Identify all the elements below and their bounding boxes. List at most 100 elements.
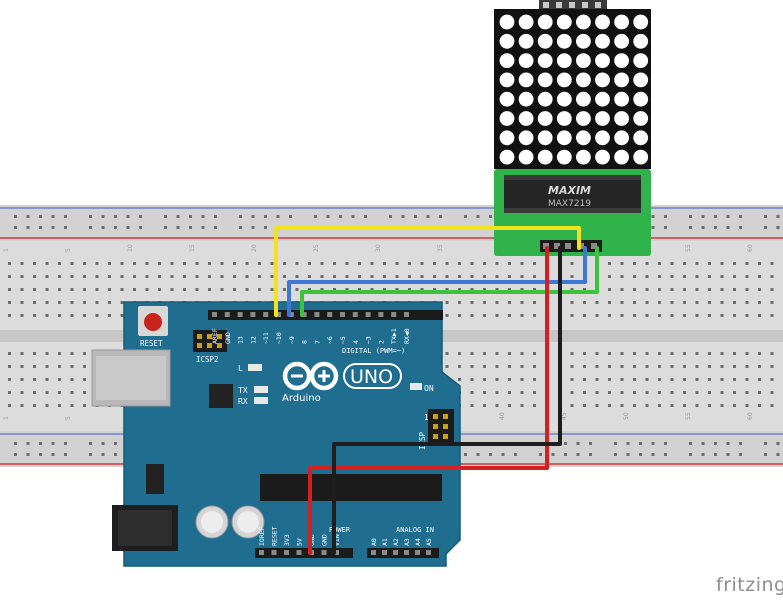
- breadboard-hole: [645, 288, 649, 291]
- rail-hole: [726, 226, 730, 229]
- breadboard-hole: [670, 391, 674, 394]
- breadboard-hole: [370, 262, 374, 265]
- rail-hole: [214, 215, 217, 218]
- matrix-led: [518, 53, 534, 68]
- breadboard-hole: [483, 391, 486, 394]
- matrix-led: [556, 130, 572, 146]
- breadboard-hole: [70, 288, 74, 291]
- rail-hole: [776, 226, 780, 229]
- breadboard-hole: [445, 314, 449, 317]
- breadboard-hole: [770, 262, 774, 265]
- breadboard-hole: [158, 288, 161, 291]
- breadboard-hole: [645, 262, 649, 265]
- rail-hole: [664, 226, 667, 229]
- breadboard-hole: [708, 391, 711, 394]
- breadboard-hole: [458, 288, 461, 291]
- matrix-led: [633, 72, 649, 88]
- matrix-led: [614, 130, 629, 146]
- rail-hole: [101, 215, 105, 218]
- analog-pin: [426, 550, 431, 555]
- analog-pin-label: A2: [392, 538, 400, 546]
- breadboard-hole: [670, 288, 674, 291]
- rail-hole: [739, 226, 742, 229]
- breadboard-hole: [20, 352, 24, 355]
- wire-red[interactable]: [308, 246, 549, 555]
- breadboard-hole: [183, 288, 186, 291]
- wire-yellow[interactable]: [274, 226, 581, 317]
- breadboard-hole: [58, 314, 61, 317]
- breadboard-hole: [58, 262, 61, 265]
- rail-hole: [114, 215, 117, 218]
- rail-hole: [64, 226, 67, 229]
- breadboard-hole: [45, 352, 49, 355]
- rail-hole: [214, 226, 217, 229]
- breadboard-hole: [583, 378, 586, 381]
- breadboard-hole: [345, 262, 349, 265]
- breadboard-hole: [58, 365, 61, 368]
- breadboard-hole: [70, 314, 74, 317]
- rail-hole: [739, 215, 742, 218]
- wire-black[interactable]: [332, 246, 562, 555]
- header-pin: [556, 2, 562, 8]
- power-header: [255, 548, 353, 558]
- rail-hole: [289, 215, 292, 218]
- breadboard-hole: [495, 352, 499, 355]
- breadboard-hole: [645, 301, 649, 304]
- rail-hole: [689, 442, 692, 445]
- column-number: 55: [685, 244, 692, 252]
- power-pin: [259, 550, 264, 555]
- rail-hole: [501, 453, 505, 456]
- rail-hole: [726, 453, 730, 456]
- rail-hole: [201, 215, 205, 218]
- matrix-led: [576, 14, 591, 30]
- rail-hole: [114, 226, 117, 229]
- rail-hole: [701, 442, 705, 445]
- rail-hole: [589, 453, 592, 456]
- max7219-chip: [504, 175, 641, 213]
- breadboard-hole: [708, 275, 711, 278]
- wire-green[interactable]: [300, 246, 599, 317]
- matrix-led: [499, 33, 515, 49]
- breadboard-hole: [570, 262, 574, 265]
- breadboard-hole: [470, 314, 474, 317]
- rail-hole: [64, 215, 67, 218]
- breadboard-hole: [658, 288, 661, 291]
- digital-pin: [327, 312, 333, 317]
- breadboard-hole: [720, 365, 724, 368]
- power-pin-label: RESET: [271, 526, 279, 546]
- breadboard-hole: [683, 262, 686, 265]
- breadboard-hole: [45, 378, 49, 381]
- breadboard-hole: [83, 262, 86, 265]
- breadboard-hole: [670, 378, 674, 381]
- rail-hole: [239, 226, 242, 229]
- rail-hole: [714, 453, 717, 456]
- breadboard-hole: [770, 301, 774, 304]
- matrix-led: [499, 149, 515, 165]
- matrix-led: [633, 130, 649, 146]
- rail-hole: [176, 215, 180, 218]
- breadboard-hole: [695, 378, 699, 381]
- breadboard-hole: [520, 365, 524, 368]
- breadboard-hole: [583, 288, 586, 291]
- wire-blue[interactable]: [287, 246, 587, 317]
- breadboard-hole: [583, 314, 586, 317]
- breadboard-hole: [658, 301, 661, 304]
- breadboard-hole: [520, 262, 524, 265]
- breadboard-hole: [395, 288, 399, 291]
- breadboard-hole: [620, 314, 624, 317]
- reset-button[interactable]: [144, 313, 162, 331]
- breadboard-hole: [658, 314, 661, 317]
- breadboard-hole: [333, 288, 336, 291]
- breadboard-hole: [33, 378, 36, 381]
- breadboard-hole: [520, 352, 524, 355]
- breadboard-hole: [270, 288, 274, 291]
- rail-hole: [114, 453, 117, 456]
- breadboard-hole: [333, 275, 336, 278]
- digital-pin-label: ~5: [339, 336, 347, 344]
- rail-hole: [314, 215, 317, 218]
- breadboard-hole: [495, 301, 499, 304]
- digital-pin: [224, 312, 230, 317]
- digital-pin-label: 4: [352, 340, 360, 344]
- breadboard-hole: [620, 275, 624, 278]
- breadboard-hole: [20, 404, 24, 407]
